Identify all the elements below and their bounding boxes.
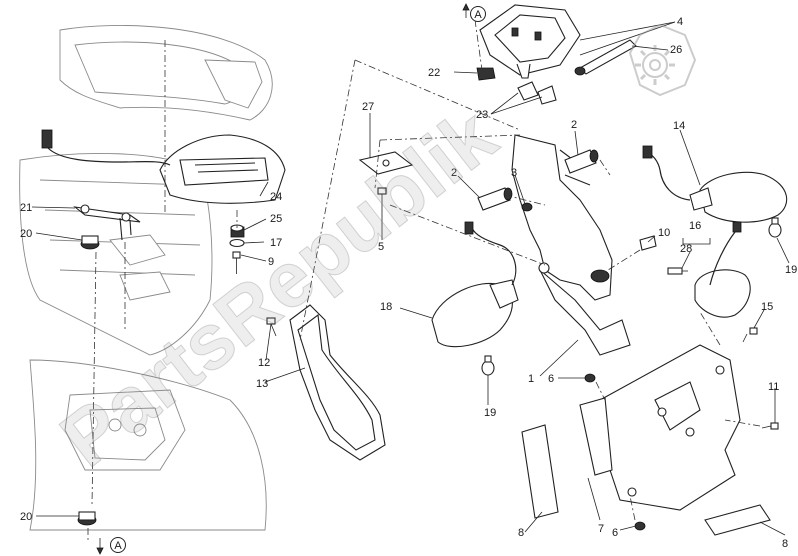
callout-labels: 1 2 2 3 4 5 6 6 7 8 8 9 10 11 12 13 14 1… [20, 16, 797, 550]
nut-22 [476, 67, 496, 81]
bulb-19-right [768, 217, 782, 238]
callout-20a: 20 [20, 228, 32, 240]
callout-15: 15 [761, 301, 773, 313]
svg-text:A: A [474, 9, 482, 21]
washer-17 [229, 238, 245, 248]
pin-26 [574, 39, 637, 76]
callout-2b: 2 [571, 119, 577, 131]
reflector-vertical [521, 424, 559, 519]
assembly-lines [87, 19, 761, 542]
callout-2a: 2 [451, 167, 457, 179]
callout-7: 7 [598, 523, 604, 535]
screw-15 [742, 327, 758, 343]
tail-fairing-outline [19, 25, 273, 531]
callout-28: 28 [680, 243, 692, 255]
grommet-20-lower [77, 511, 97, 526]
screw-11 [761, 422, 779, 430]
right-turn-signal [642, 145, 788, 223]
nut-3 [521, 202, 533, 212]
callout-27: 27 [362, 101, 374, 113]
ref-a-bottom: A [96, 537, 126, 555]
callout-24: 24 [270, 191, 282, 203]
plate-holder-arm [511, 134, 631, 356]
nut-6a [584, 373, 596, 383]
rubber-mount-2b [564, 149, 599, 174]
clip-27 [358, 151, 414, 175]
tail-light [159, 134, 286, 204]
ref-a-top: A [462, 3, 486, 22]
bolt-9 [232, 251, 241, 274]
callout-8b: 8 [782, 538, 788, 550]
callout-20b: 20 [20, 511, 32, 523]
tail-light-connector [41, 129, 171, 166]
upper-bracket [479, 4, 581, 79]
callout-17: 17 [270, 237, 282, 249]
spacer-25 [230, 224, 245, 238]
plate-bracket [579, 344, 741, 511]
callout-21: 21 [20, 202, 32, 214]
rubber-mount-2a [477, 187, 513, 211]
grommet-20-upper [80, 235, 100, 250]
leader-lines [31, 21, 790, 536]
clip-23 [517, 81, 557, 105]
nut-6b [634, 521, 646, 531]
reflector-horizontal [704, 504, 771, 536]
gear-icon [628, 23, 697, 97]
callout-25: 25 [270, 213, 282, 225]
callout-5: 5 [378, 241, 384, 253]
callout-18: 18 [380, 301, 392, 313]
callout-1: 1 [528, 373, 534, 385]
svg-text:A: A [114, 540, 122, 552]
inner-fender [289, 304, 386, 461]
callout-11: 11 [768, 381, 779, 393]
callout-16: 16 [689, 220, 701, 232]
callout-22: 22 [428, 67, 440, 79]
callout-6b: 6 [612, 527, 618, 539]
callout-14: 14 [673, 120, 685, 132]
callout-6a: 6 [548, 373, 554, 385]
bulb-28 [667, 267, 688, 275]
bulb-19-left [481, 355, 495, 376]
bracket-21 [73, 204, 141, 241]
callout-19b: 19 [785, 264, 797, 276]
callout-23: 23 [476, 109, 488, 121]
callout-12: 12 [258, 357, 270, 369]
callout-4: 4 [677, 16, 683, 28]
clip-10 [639, 235, 657, 251]
screw-5 [377, 187, 387, 210]
left-turn-signal [431, 221, 519, 348]
callout-8a: 8 [518, 527, 524, 539]
callout-26: 26 [670, 44, 682, 56]
callout-13: 13 [256, 378, 268, 390]
callout-10: 10 [658, 227, 670, 239]
plate-light [694, 221, 751, 318]
callout-3: 3 [511, 167, 517, 179]
callout-19a: 19 [484, 407, 496, 419]
callout-9: 9 [268, 256, 274, 268]
